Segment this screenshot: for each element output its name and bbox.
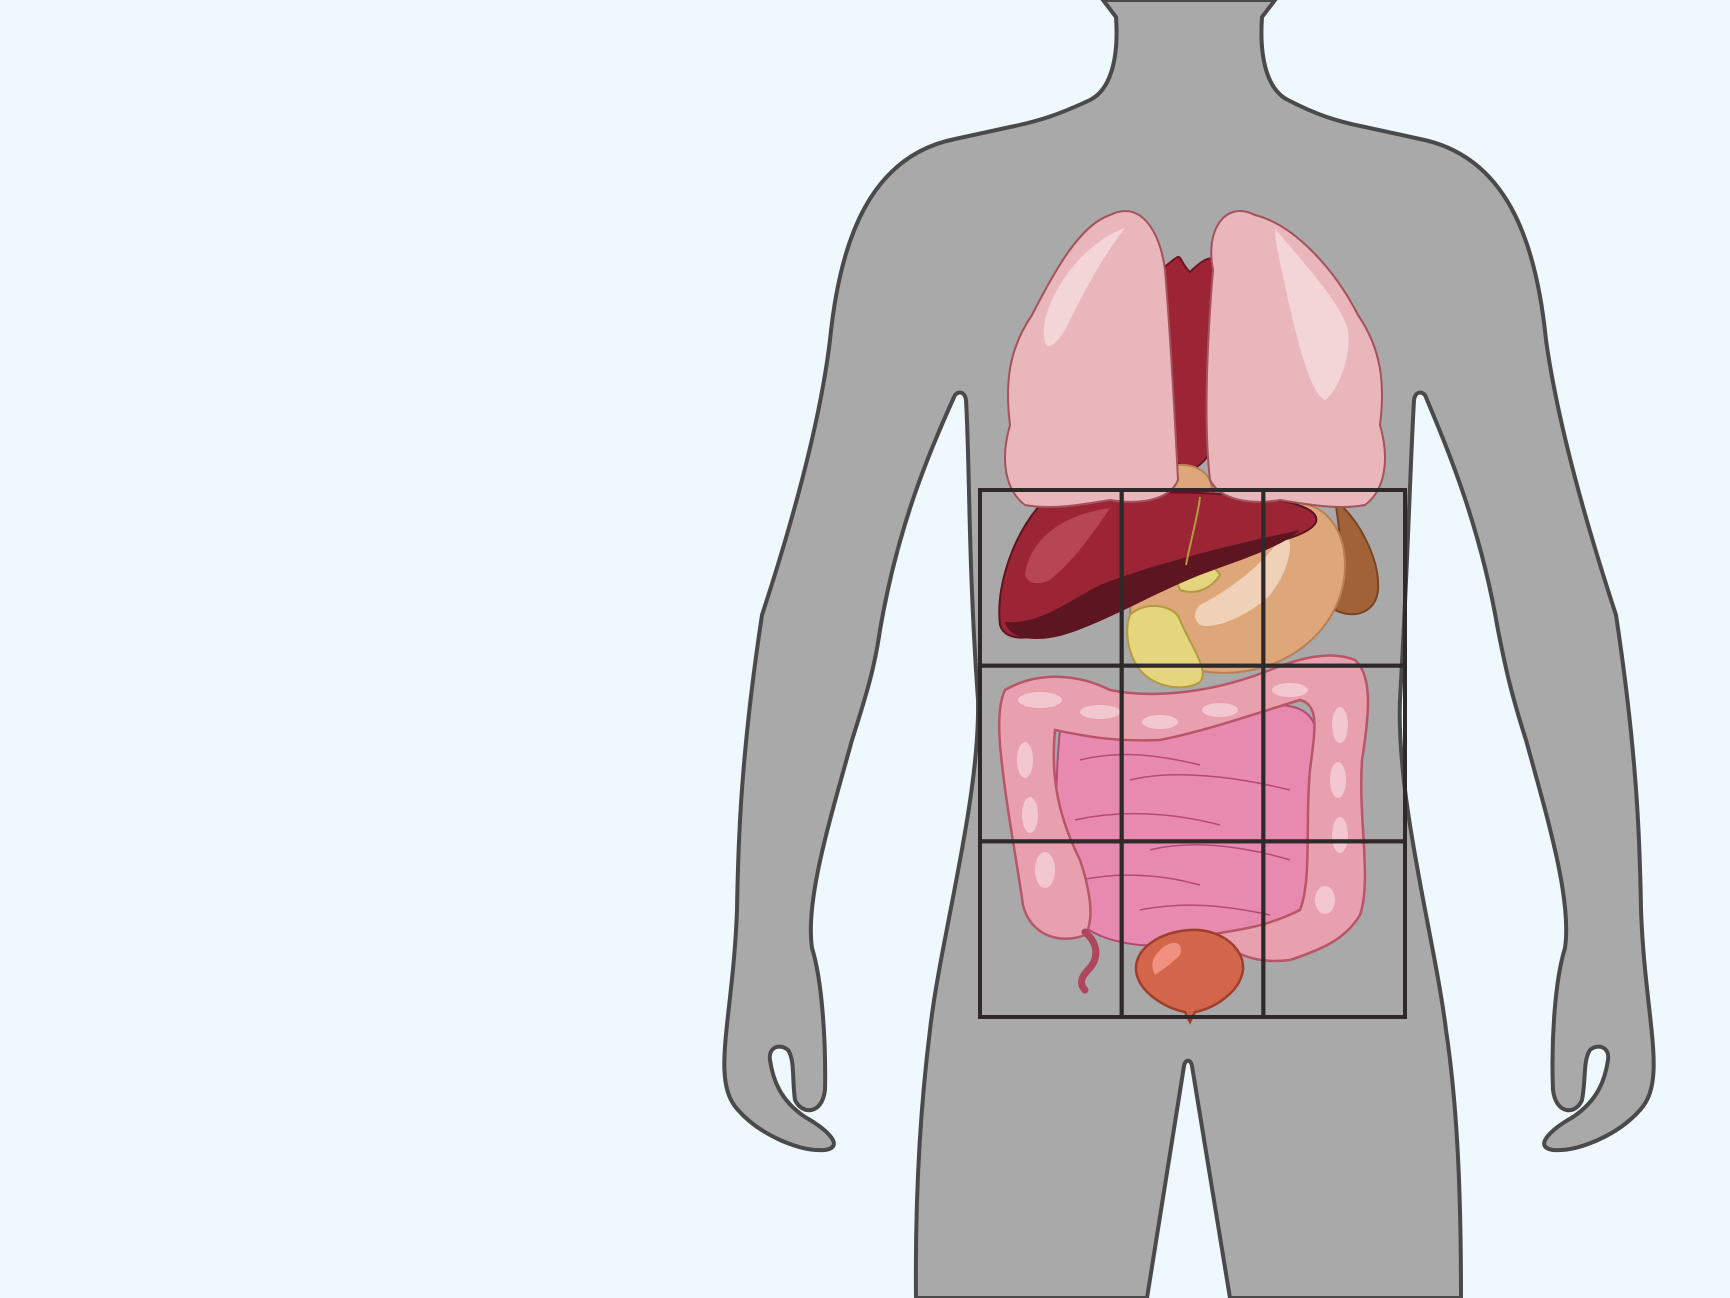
right-lung-highlight	[1275, 228, 1349, 400]
right-lung	[1205, 210, 1386, 509]
bladder-highlight	[1152, 943, 1181, 975]
abdominal-regions-grid	[978, 488, 1408, 1019]
liver-underside	[1005, 530, 1300, 640]
left-lung-highlight	[1043, 228, 1125, 347]
left-lung	[1004, 210, 1180, 509]
abdominal-region-cell	[1261, 839, 1408, 1019]
liver-highlight	[1025, 508, 1110, 584]
colon-haustra	[1017, 683, 1348, 914]
appendix	[1078, 928, 1100, 994]
stomach-highlight	[1195, 530, 1290, 626]
bile-duct	[1185, 496, 1201, 566]
small-intestine	[1055, 702, 1320, 947]
small-intestine-folds	[1074, 753, 1291, 916]
